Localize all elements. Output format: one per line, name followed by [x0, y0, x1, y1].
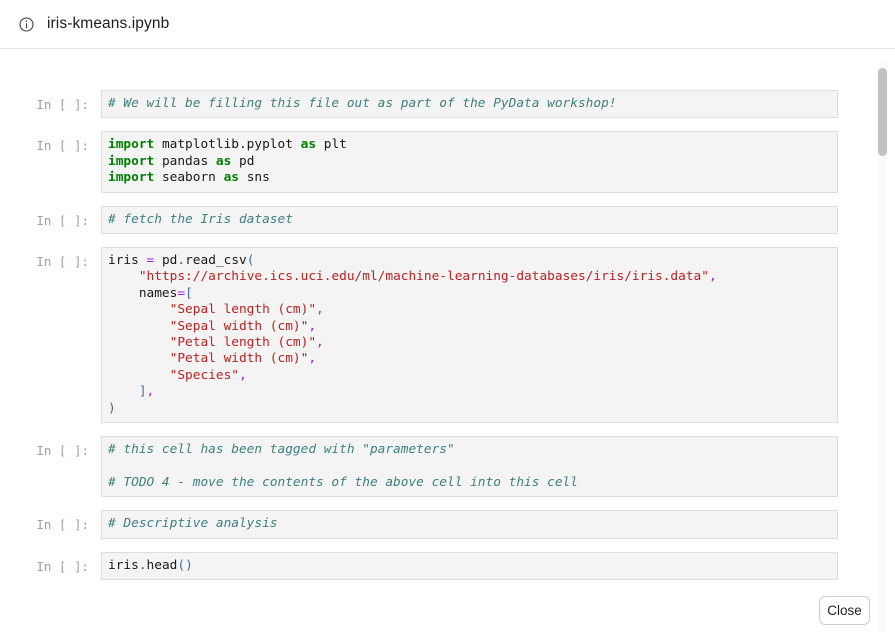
cell-source-code: # Descriptive analysis: [108, 516, 278, 532]
notebook-cell-list: In [ ]: # We will be filling this file ou…: [0, 50, 858, 593]
notebook-cell: In [ ]: # Descriptive analysis: [0, 510, 858, 539]
cell-prompt-label: In [ ]:: [36, 558, 89, 574]
notebook-cell: In [ ]: iris.head(): [0, 551, 858, 581]
cell-prompt-label: In [ ]:: [36, 517, 89, 533]
cell-input-area[interactable]: # this cell has been tagged with "parame…: [101, 436, 838, 498]
close-button[interactable]: Close: [819, 596, 870, 625]
cell-source-code: iris = pd.read_csv( "https://archive.ics…: [108, 253, 717, 416]
titlebar: iris-kmeans.ipynb: [0, 0, 895, 49]
cell-source-code: import matplotlib.pyplot as plt import p…: [108, 137, 347, 186]
info-icon: [19, 16, 34, 32]
cell-prompt-label: In [ ]:: [36, 138, 89, 154]
cell-prompt-label: In [ ]:: [36, 254, 89, 270]
vertical-scrollbar[interactable]: [878, 60, 887, 633]
page-title: iris-kmeans.ipynb: [47, 15, 170, 32]
cell-prompt-label: In [ ]:: [36, 212, 89, 228]
cell-input-area[interactable]: # We will be filling this file out as pa…: [101, 90, 838, 119]
cell-source-code: # this cell has been tagged with "parame…: [108, 442, 578, 490]
cell-input-area[interactable]: # fetch the Iris dataset: [101, 205, 838, 235]
cell-source-code: # fetch the Iris dataset: [108, 211, 293, 227]
cell-input-area[interactable]: # Descriptive analysis: [101, 510, 838, 539]
cell-input-area[interactable]: iris = pd.read_csv( "https://archive.ics…: [101, 247, 838, 424]
cell-source-code: iris.head(): [108, 557, 193, 573]
notebook-cell: In [ ]: # fetch the Iris dataset: [0, 205, 858, 235]
notebook-scroll-area[interactable]: In [ ]: # We will be filling this file ou…: [0, 50, 895, 643]
cell-source-code: # We will be filling this file out as pa…: [108, 96, 617, 111]
notebook-cell: In [ ]: # this cell has been tagged with …: [0, 436, 858, 498]
cell-input-area[interactable]: iris.head(): [101, 551, 838, 581]
notebook-cell: In [ ]: # We will be filling this file ou…: [0, 90, 858, 119]
notebook-cell: In [ ]: import matplotlib.pyplot as plt i…: [0, 131, 858, 193]
cell-prompt-label: In [ ]:: [36, 97, 89, 112]
cell-prompt-label: In [ ]:: [36, 443, 89, 459]
notebook-cell: In [ ]: iris = pd.read_csv( "https://arch…: [0, 247, 858, 424]
scrollbar-thumb[interactable]: [878, 68, 887, 156]
cell-input-area[interactable]: import matplotlib.pyplot as plt import p…: [101, 131, 838, 193]
